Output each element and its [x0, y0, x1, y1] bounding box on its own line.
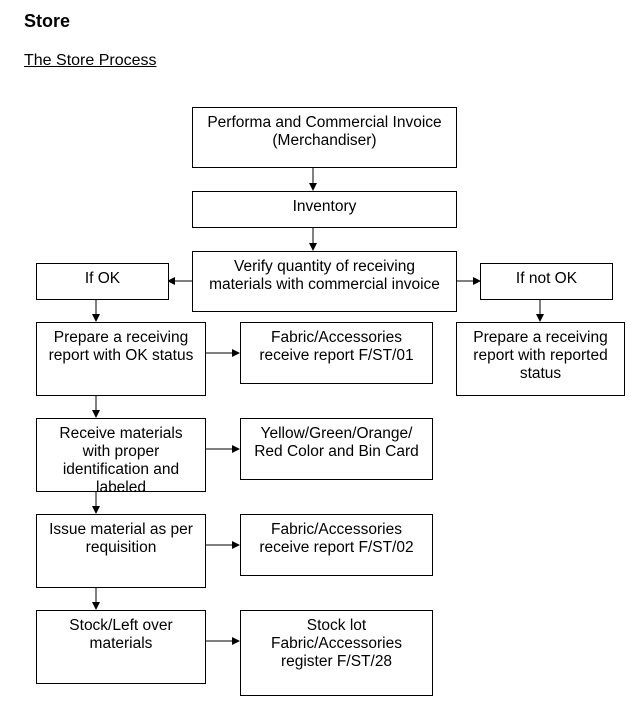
page-title: Store: [24, 11, 71, 31]
prepare-reported-report-box: Prepare a receiving report with reported…: [456, 322, 625, 396]
prepare-ok-report-box: Prepare a receiving report with OK statu…: [36, 322, 206, 396]
issue-material-box: Issue material as per requisition: [36, 514, 206, 588]
stock-leftover-box: Stock/Left over materials: [36, 610, 206, 684]
if-ok-box: If OK: [36, 263, 169, 300]
inventory-box: Inventory: [192, 191, 457, 228]
page-subtitle: The Store Process: [24, 52, 157, 69]
stock-lot-register-box: Stock lot Fabric/Accessories register F/…: [240, 610, 433, 696]
receive-materials-box: Receive materials with proper identifica…: [36, 418, 206, 492]
color-bin-card-box: Yellow/Green/Orange/ Red Color and Bin C…: [240, 418, 433, 480]
fabric-report-02-box: Fabric/Accessories receive report F/ST/0…: [240, 514, 433, 576]
performa-invoice-box: Performa and Commercial Invoice (Merchan…: [192, 107, 457, 168]
if-not-ok-box: If not OK: [480, 263, 613, 300]
verify-quantity-box: Verify quantity of receiving materials w…: [192, 251, 457, 312]
fabric-report-01-box: Fabric/Accessories receive report F/ST/0…: [240, 322, 433, 384]
